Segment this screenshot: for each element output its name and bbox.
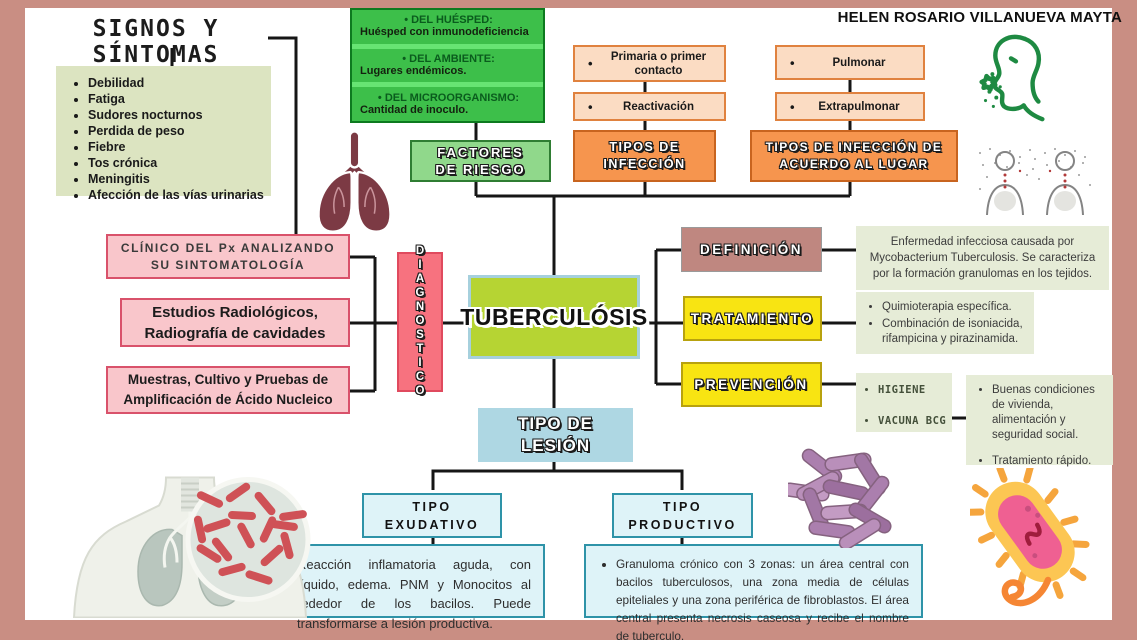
symptom-item: Fatiga — [88, 91, 271, 107]
risk-factor-header: DEL AMBIENTE: — [360, 53, 537, 65]
diagnostic-method-clinico: CLÍNICO DEL Px ANALIZANDO SU SINTOMATOLO… — [106, 234, 350, 279]
node-label: FACTORES DE RIESGO — [435, 145, 526, 177]
node-label: TIPO EXUDATIVO — [384, 499, 480, 532]
risk-factor-header: DEL HUÉSPED: — [360, 14, 537, 26]
coughing-person-icon — [962, 28, 1060, 128]
lungs-icon — [312, 130, 397, 235]
exudativo-description-box: Reacción inflamatoria aguda, con líquido… — [265, 544, 545, 631]
symptom-item: Fiebre — [88, 139, 271, 155]
diagnostic-method-muestras: Muestras, Cultivo y Pruebas de Amplifica… — [106, 366, 350, 414]
tratamiento-text-box: Quimioterapia específica. Combinación de… — [856, 292, 1034, 354]
node-label: TIPO DE LESIÓN — [517, 414, 593, 455]
item-reactivacion: Reactivación — [573, 92, 726, 121]
airborne-transmission-illustration — [975, 145, 1095, 215]
prevencion-details-box: Buenas condiciones de vivienda, alimenta… — [966, 375, 1113, 467]
risk-factor-body: Cantidad de inoculo. — [360, 103, 469, 116]
risk-factors-detail-box: DEL HUÉSPED: Huésped con inmunodeficienc… — [350, 8, 545, 123]
item-extrapulmonar: Extrapulmonar — [775, 92, 925, 121]
node-tipos-infeccion-lugar: TIPOS DE INFECCIÓN DE ACUERDO AL LUGAR — [750, 130, 958, 182]
chest-lungs-magnified-bacteria-illustration — [60, 437, 320, 618]
tuberculosis-bacilli-illustration — [788, 448, 908, 548]
node-definicion: DEFINICIÓN — [681, 227, 822, 272]
definicion-text: Enfermedad infecciosa causada por Mycoba… — [869, 236, 1096, 280]
risk-factor-body: Lugares endémicos. — [360, 65, 467, 77]
node-factores-de-riesgo: FACTORES DE RIESGO — [410, 140, 551, 182]
node-prevencion: PREVENCIÓN — [681, 362, 822, 407]
symptoms-list-box: Debilidad Fatiga Sudores nocturnos Perdi… — [56, 66, 271, 202]
author-name: HELEN ROSARIO VILLANUEVA MAYTA — [837, 9, 1122, 26]
productivo-description: Granuloma crónico con 3 zonas: un área c… — [586, 546, 921, 640]
symptom-item: Afección de las vías urinarias — [88, 187, 271, 203]
productivo-description-box: Granuloma crónico con 3 zonas: un área c… — [584, 544, 923, 640]
definicion-text-box: Enfermedad infecciosa causada por Mycoba… — [856, 226, 1109, 290]
risk-factor-section: DEL HUÉSPED: Huésped con inmunodeficienc… — [352, 10, 543, 44]
node-tipo-productivo: TIPO PRODUCTIVO — [612, 493, 753, 538]
node-tipo-de-lesion: TIPO DE LESIÓN — [478, 408, 633, 462]
risk-factor-section: DEL AMBIENTE: Lugares endémicos. — [352, 43, 543, 83]
bacterium-cartoon-illustration — [970, 468, 1095, 618]
item-pulmonar: Pulmonar — [775, 45, 925, 80]
prevencion-keyword-list: HIGIENE VACUNA BCG — [856, 373, 952, 439]
symptom-item: Sudores nocturnos — [88, 107, 271, 123]
symptom-item: Meningitis — [88, 171, 271, 187]
prevencion-keyword: VACUNA BCG — [878, 414, 948, 429]
prevencion-detail: Buenas condiciones de vivienda, alimenta… — [992, 383, 1105, 443]
node-tipos-de-infeccion: TIPOS DE INFECCIÓN — [573, 130, 716, 182]
description-text: Reacción inflamatoria aguda, con líquido… — [297, 555, 531, 633]
node-label: TIPO PRODUCTIVO — [628, 499, 737, 532]
prevencion-keyword: HIGIENE — [878, 383, 948, 398]
tratamiento-list: Quimioterapia específica. Combinación de… — [856, 292, 1034, 355]
prevencion-detail-list: Buenas condiciones de vivienda, alimenta… — [966, 375, 1113, 477]
node-tipo-exudativo: TIPO EXUDATIVO — [362, 493, 502, 538]
node-label: TIPOS DE INFECCIÓN DE ACUERDO AL LUGAR — [765, 140, 943, 171]
tratamiento-item: Quimioterapia específica. — [882, 300, 1026, 315]
exudativo-description: Reacción inflamatoria aguda, con líquido… — [267, 546, 543, 640]
tratamiento-item: Combinación de isoniacida, rifampicina y… — [882, 317, 1026, 347]
node-diagnostico: DIAGNOSTICO — [397, 245, 443, 399]
node-label: TIPOS DE INFECCIÓN — [603, 140, 686, 171]
prevencion-detail: Tratamiento rápido. — [992, 454, 1105, 469]
node-tuberculosis-central: TUBERCULÓSIS — [460, 275, 647, 359]
signos-sintomas-title: SIGNOS Y SÍNTOMAS — [92, 16, 220, 68]
symptom-item: Debilidad — [88, 75, 271, 91]
symptom-item: Perdida de peso — [88, 123, 271, 139]
item-primaria: Primaria o primer contacto — [573, 45, 726, 82]
risk-factor-header: DEL MICROORGANISMO: — [360, 92, 537, 104]
node-tratamiento: TRATAMIENTO — [683, 296, 822, 341]
risk-factor-body: Huésped con inmunodeficiencia — [360, 26, 529, 39]
symptom-item: Tos crónica — [88, 155, 271, 171]
description-text: Granuloma crónico con 3 zonas: un área c… — [616, 555, 909, 640]
prevencion-keywords-box: HIGIENE VACUNA BCG — [856, 373, 952, 432]
diagnostic-method-radiologia: Estudios Radiológicos, Radiografía de ca… — [120, 298, 350, 347]
risk-factor-section: DEL MICROORGANISMO: Cantidad de inoculo. — [352, 82, 543, 121]
symptoms-list: Debilidad Fatiga Sudores nocturnos Perdi… — [56, 75, 271, 203]
